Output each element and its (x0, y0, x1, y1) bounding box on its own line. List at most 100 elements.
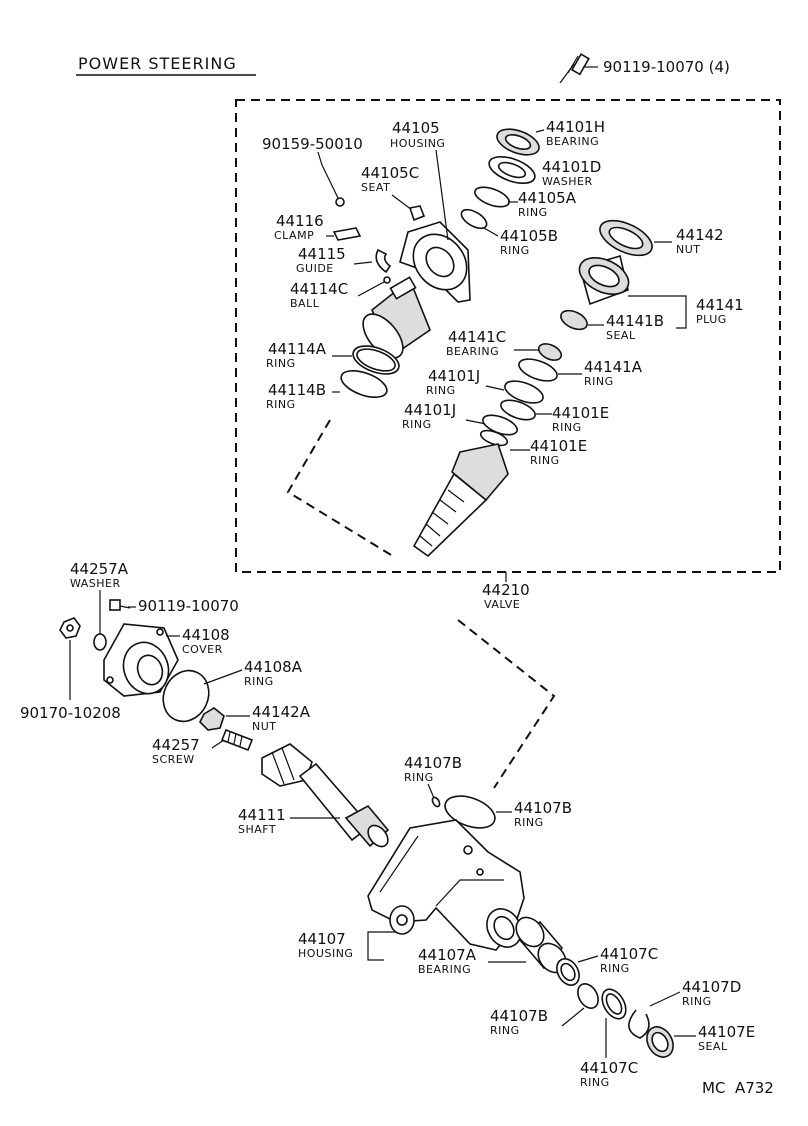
callout-ring-44101j-a-number: 44101J (428, 367, 480, 385)
ring-44105a-part (474, 186, 510, 208)
callout-screw-90159: 90159-50010 (262, 135, 363, 153)
callout-cover-name: COVER (182, 643, 223, 656)
callout-nut-44142a-name: NUT (252, 720, 277, 733)
callout-bearing-44141c-number: 44141C (448, 328, 506, 346)
leader-housing-valve (435, 149, 449, 241)
callout-bolt-side: 90119-10070 (138, 597, 239, 615)
callout-ring-44114a-name: RING (266, 357, 296, 370)
shaft-44111-part (261, 743, 390, 848)
leader-guide (353, 261, 373, 265)
callout-ring-44105a-name: RING (518, 206, 548, 219)
callout-seat-number: 44105C (361, 164, 419, 182)
callout-ring-44141a-number: 44141A (584, 358, 643, 376)
leader-ring-44108a (203, 669, 243, 685)
screw-44257-part (220, 728, 254, 752)
callout-seat-name: SEAT (361, 181, 390, 194)
callout-clamp-name: CLAMP (274, 229, 314, 242)
bearing-44141c-part (537, 343, 563, 361)
callout-housing-44107-number: 44107 (298, 930, 346, 948)
callout-washer-44257a-name: WASHER (70, 577, 121, 590)
seal-44107e-part (646, 1026, 674, 1058)
callout-screw-44257-number: 44257 (152, 736, 200, 754)
callout-ring-44107c-b-number: 44107C (580, 1059, 638, 1077)
callout-ring-44107b-right-name: RING (514, 816, 544, 829)
diagram-code: MC A732 (702, 1079, 774, 1097)
callout-screw-44257-name: SCREW (152, 753, 195, 766)
callout-ring-44114a-number: 44114A (268, 340, 327, 358)
callout-ring-44105b-number: 44105B (500, 227, 558, 245)
leader-housing-44107 (367, 931, 396, 961)
leader-ring-44105b (483, 227, 499, 237)
callout-ring-44101j-b-number: 44101J (404, 401, 456, 419)
callout-bolt-top: 90119-10070 (4) (603, 58, 730, 76)
ring-44101e-a-part (500, 399, 536, 421)
leader-seat (391, 194, 413, 211)
callout-ring-44107c-a-name: RING (600, 962, 630, 975)
screw-90159-part (321, 164, 345, 207)
ball-part (383, 276, 391, 284)
callout-ring-44108a-number: 44108A (244, 658, 303, 676)
ring-44108a-part (162, 669, 210, 723)
valve-dashed-pointer (286, 419, 397, 559)
callout-bearing-44101h-name: BEARING (546, 135, 599, 148)
callout-valve-name: VALVE (484, 598, 520, 611)
callout-ring-44107b-small-number: 44107B (404, 754, 462, 772)
callout-bearing-44107a-name: BEARING (418, 963, 471, 976)
callout-guide-number: 44115 (298, 245, 346, 263)
callout-nut-44142-number: 44142 (676, 226, 724, 244)
callout-ring-44114b-number: 44114B (268, 381, 326, 399)
nut-44142a-part (199, 707, 225, 731)
seat-part (408, 205, 426, 222)
ring-44114b-part (340, 370, 388, 398)
callout-ring-44107b-low-number: 44107B (490, 1007, 548, 1025)
callout-ring-44108a-name: RING (244, 675, 274, 688)
callout-washer-44101d-number: 44101D (542, 158, 601, 176)
clamp-part (332, 227, 362, 241)
callout-ring-44105a-number: 44105A (518, 189, 577, 207)
leader-ring-44107b-small (427, 783, 435, 799)
leader-screw-44257 (211, 739, 225, 749)
leader-ring-44107b-low (561, 1007, 585, 1027)
callout-ring-44101e-b-name: RING (530, 454, 560, 467)
housing-dashed-pointer (457, 619, 556, 789)
leader-ring-44101j-b (465, 419, 487, 425)
bolt-side-part (109, 599, 131, 611)
callout-nut-44142a-number: 44142A (252, 703, 311, 721)
valve-spool-part (412, 429, 509, 558)
callout-ring-44101e-a-number: 44101E (552, 404, 609, 422)
callout-bearing-44141c-name: BEARING (446, 345, 499, 358)
callout-ball-number: 44114C (290, 280, 348, 298)
callout-ring-44101j-b-name: RING (402, 418, 432, 431)
callout-seal-44107e-name: SEAL (698, 1040, 728, 1053)
washer-44257a-part (93, 633, 107, 651)
ring-44105b-part (460, 208, 488, 230)
leader-ball (357, 281, 385, 297)
callout-seal-44141b-number: 44141B (606, 312, 664, 330)
callout-ring-44101j-a-name: RING (426, 384, 456, 397)
callout-seal-44107e-number: 44107E (698, 1023, 755, 1041)
ring-44107b-low-part (577, 983, 599, 1009)
callout-ring-44101e-a-name: RING (552, 421, 582, 434)
callout-shaft-number: 44111 (238, 806, 286, 824)
callout-nut-44142-name: NUT (676, 243, 701, 256)
leader-ring-44107c-a (577, 955, 599, 963)
callout-nut-90170: 90170-10208 (20, 704, 121, 722)
callout-ring-44107c-b-name: RING (580, 1076, 610, 1089)
callout-clamp-number: 44116 (276, 212, 324, 230)
callout-bearing-44101h-number: 44101H (546, 118, 605, 136)
callout-ring-44114b-name: RING (266, 398, 296, 411)
ring-44107b-right-part (444, 795, 496, 829)
leader-ring-44107d (649, 991, 681, 1007)
callout-ring-44105b-name: RING (500, 244, 530, 257)
ring-44107b-small-part (431, 796, 441, 808)
bolt-top-part (559, 53, 590, 84)
callout-housing-valve-name: HOUSING (390, 137, 445, 150)
callout-ring-44107b-small-name: RING (404, 771, 434, 784)
callout-housing-44107-name: HOUSING (298, 947, 353, 960)
ring-44101j-a-part (504, 380, 544, 404)
callout-housing-valve-number: 44105 (392, 119, 440, 137)
seal-44141b-part (560, 309, 588, 331)
valve-housing-part (362, 221, 471, 359)
callout-shaft-name: SHAFT (238, 823, 276, 836)
